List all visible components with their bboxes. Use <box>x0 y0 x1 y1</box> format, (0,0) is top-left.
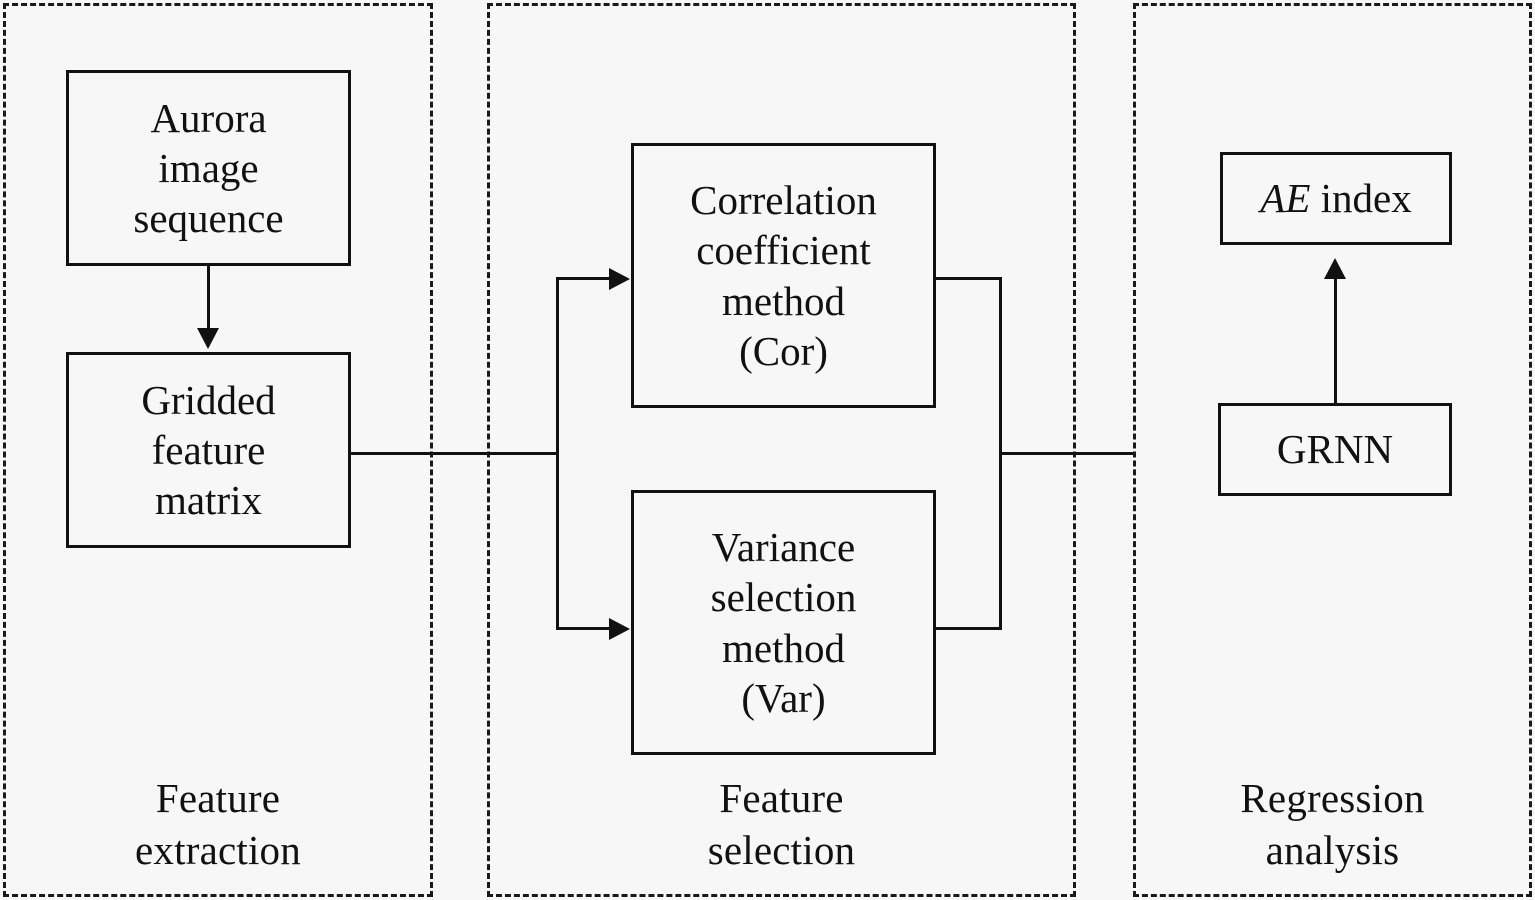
edge-grnn-to-ae-line <box>1334 278 1337 404</box>
edge-var-out-horizontal <box>936 627 1002 630</box>
node-aurora-image-sequence: Aurora image sequence <box>66 70 351 266</box>
edge-selection-split-vertical <box>556 277 559 630</box>
edge-aurora-to-gridded-line <box>207 266 210 330</box>
node-variance-selection-method: Variance selection method (Var) <box>631 490 936 755</box>
edge-split-to-var <box>556 627 613 630</box>
edge-merge-to-grnn <box>999 452 1202 455</box>
edge-split-to-cor-arrowhead <box>609 268 630 290</box>
panel-feature-selection <box>487 3 1076 897</box>
panel-caption-feature-extraction: Feature extraction <box>135 775 301 874</box>
node-correlation-coefficient-method: Correlation coefficient method (Cor) <box>631 143 936 408</box>
ae-index-rest-label: index <box>1310 175 1412 222</box>
ae-index-italic-label: AE <box>1260 175 1311 222</box>
panel-caption-regression-analysis: Regression analysis <box>1240 775 1425 874</box>
edge-split-to-cor <box>556 277 613 280</box>
node-ae-index: AE index <box>1220 152 1452 245</box>
edge-gridded-out-horizontal <box>351 452 558 455</box>
node-gridded-feature-matrix: Gridded feature matrix <box>66 352 351 548</box>
panel-caption-feature-selection: Feature selection <box>707 775 856 874</box>
edge-cor-out-horizontal <box>936 277 1002 280</box>
edge-aurora-to-gridded-arrowhead <box>197 328 219 349</box>
edge-grnn-to-ae-arrowhead <box>1324 258 1346 279</box>
node-grnn: GRNN <box>1218 403 1452 496</box>
edge-split-to-var-arrowhead <box>609 618 630 640</box>
